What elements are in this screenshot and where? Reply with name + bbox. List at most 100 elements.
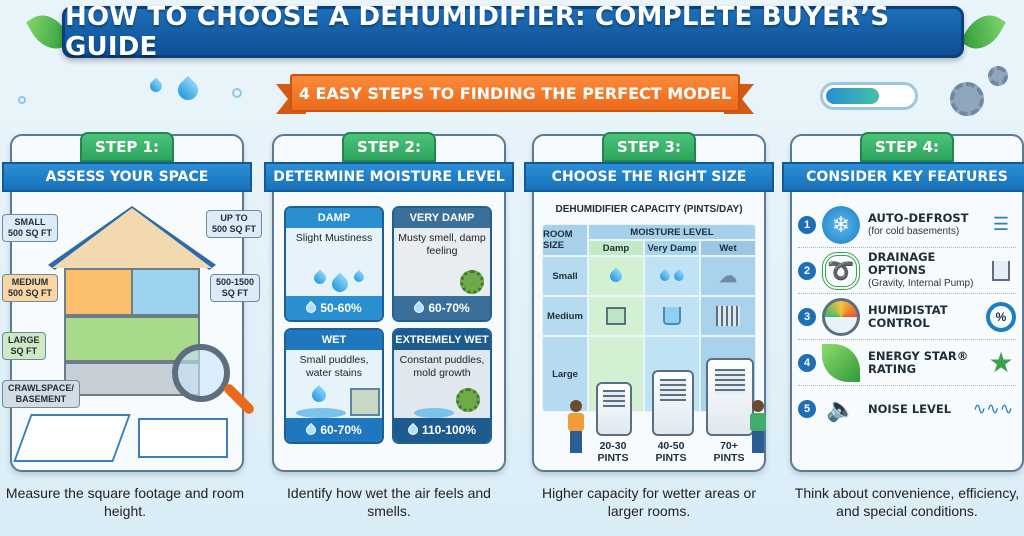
bedroom-orange (66, 270, 133, 314)
cell-bucket-icon (644, 296, 700, 336)
snowflake-icon: ❄ (822, 205, 860, 244)
step-3-card: STEP 3: CHOOSE THE RIGHT SIZE DEHUMIDIFI… (524, 132, 774, 472)
col-very-damp: Very Damp (644, 240, 700, 256)
feature-number: 3 (798, 307, 816, 326)
progress-pill-icon (820, 82, 918, 110)
moisture-desc: Constant puddles, mold growth (399, 354, 485, 379)
drop-icon (405, 422, 421, 438)
sound-wave-icon: ∿∿∿ (972, 401, 1014, 418)
feature-title: DRAINAGE OPTIONS (868, 250, 936, 277)
cell-drops-icon (644, 256, 700, 296)
coil-icon: ☰ (992, 214, 1010, 234)
size-tag-crawlspace: CRAWLSPACE/ BASEMENT (2, 380, 80, 408)
moisture-desc: Musty smell, damp feeling (398, 232, 486, 257)
step-1-caption: Measure the square footage and room heig… (5, 485, 245, 519)
feature-auto-defrost: 1 ❄ AUTO-DEFROST(for cold basements) ☰ (798, 202, 1016, 248)
feature-humidistat: 3 HUMIDISTAT CONTROL % (798, 294, 1016, 340)
bucket-icon (986, 256, 1016, 286)
feature-sub: (for cold basements) (868, 225, 960, 237)
row-small: Small (542, 256, 588, 296)
moisture-range: 50-60% (320, 301, 362, 315)
drop-icon (304, 422, 319, 438)
moisture-label: EXTREMELY WET (394, 330, 490, 350)
moisture-label: VERY DAMP (394, 208, 490, 228)
size-tag-small: SMALL 500 SQ FT (2, 214, 59, 242)
puddle-icon (286, 385, 382, 420)
moisture-desc: Slight Mustiness (295, 232, 373, 244)
feature-number: 5 (798, 400, 816, 418)
step-3-title: CHOOSE THE RIGHT SIZE (524, 162, 774, 192)
drops-icon (286, 266, 382, 298)
main-floor (64, 316, 200, 362)
moisture-range-bar: 60-70% (286, 418, 382, 442)
feature-number: 4 (798, 353, 816, 372)
feature-number: 1 (798, 215, 816, 234)
capacity-small: 20-30 PINTS (597, 440, 629, 464)
row-large: Large (542, 336, 588, 412)
gear-icon (950, 82, 984, 116)
moisture-damp: DAMP Slight Mustiness 50-60% (284, 206, 384, 322)
person-icon (750, 400, 766, 454)
step-4-tab: STEP 4: (860, 132, 954, 162)
bubble-icon (232, 88, 242, 98)
leaf-icon (822, 343, 860, 382)
capacity-large: 70+ PINTS (713, 440, 745, 464)
step-1-tab: STEP 1: (80, 132, 174, 162)
step-2-tab: STEP 2: (342, 132, 436, 162)
feature-title: NOISE LEVEL (868, 401, 952, 416)
title-banner: HOW TO CHOOSE A DEHUMIDIFIER: COMPLETE B… (62, 2, 964, 62)
page-title: HOW TO CHOOSE A DEHUMIDIFIER: COMPLETE B… (65, 2, 890, 62)
moisture-desc: Small puddles, water stains (299, 354, 369, 379)
gear-icon (988, 66, 1008, 86)
moisture-range-bar: 50-60% (286, 296, 382, 320)
cell-picture-icon (588, 296, 644, 336)
roof (52, 208, 212, 268)
moisture-range-bar: 60-70% (394, 296, 490, 320)
germ-icon (460, 270, 484, 294)
feature-number: 2 (798, 261, 816, 280)
step-1-card: STEP 1: ASSESS YOUR SPACE SMALL 500 SQ F… (2, 132, 263, 472)
cell-drop-icon (588, 256, 644, 296)
row-medium: Medium (542, 296, 588, 336)
size-tag-up-to-500: UP TO 500 SQ FT (206, 210, 263, 238)
moisture-range: 60-70% (320, 423, 362, 437)
step-3-caption: Higher capacity for wetter areas or larg… (542, 485, 756, 519)
step-3-tab: STEP 3: (602, 132, 696, 162)
size-tag-large: LARGE SQ FT (2, 332, 46, 360)
moisture-range: 60-70% (428, 301, 470, 315)
moisture-wet: WET Small puddles, water stains 60-70% (284, 328, 384, 444)
water-drop-icon (147, 77, 165, 95)
step-2-caption: Identify how wet the air feels and smell… (287, 485, 491, 519)
feature-energy-star: 4 ENERGY STAR® RATING ★ (798, 340, 1016, 386)
speaker-icon: 🔈 (826, 395, 856, 423)
moisture-range: 110-100% (421, 423, 477, 437)
hose-icon: ➰ (822, 251, 860, 290)
star-icon: ★ (988, 347, 1014, 378)
col-wet: Wet (700, 240, 756, 256)
feature-drainage: 2 ➰ DRAINAGE OPTIONS(Gravity, Internal P… (798, 248, 1016, 294)
step-2-title: DETERMINE MOISTURE LEVEL (264, 162, 514, 192)
feature-sub: (Gravity, Internal Pump) (868, 278, 974, 289)
subtitle-ribbon: 4 EASY STEPS TO FINDING THE PERFECT MODE… (276, 74, 754, 114)
drop-icon (304, 300, 319, 316)
capacity-table: ROOM SIZE MOISTURE LEVEL Damp Very Damp … (542, 224, 756, 412)
house-illustration (48, 206, 216, 398)
moisture-very-damp: VERY DAMP Musty smell, damp feeling 60-7… (392, 206, 492, 322)
magnifier-handle (222, 382, 256, 416)
subtitle: 4 EASY STEPS TO FINDING THE PERFECT MODE… (298, 83, 732, 103)
dehumidifier-small-icon (596, 382, 632, 436)
cell-rain-cloud-icon: ☁ (700, 256, 756, 296)
cell-radiator-icon (700, 296, 756, 336)
progress-fill (826, 88, 880, 104)
feature-title: ENERGY STAR® RATING (868, 348, 969, 376)
step-2-card: STEP 2: DETERMINE MOISTURE LEVEL DAMP Sl… (264, 132, 514, 472)
percent-dial-icon: % (986, 301, 1016, 332)
drop-icon (412, 300, 427, 316)
step-4-title: CONSIDER KEY FEATURES (782, 162, 1024, 192)
moisture-level-header: MOISTURE LEVEL (588, 224, 756, 240)
feature-noise-level: 5 🔈 NOISE LEVEL ∿∿∿ (798, 386, 1016, 432)
upper-floor (64, 268, 200, 316)
moisture-label: WET (286, 330, 382, 350)
person-icon (568, 400, 584, 454)
capacity-medium: 40-50 PINTS (655, 440, 687, 464)
